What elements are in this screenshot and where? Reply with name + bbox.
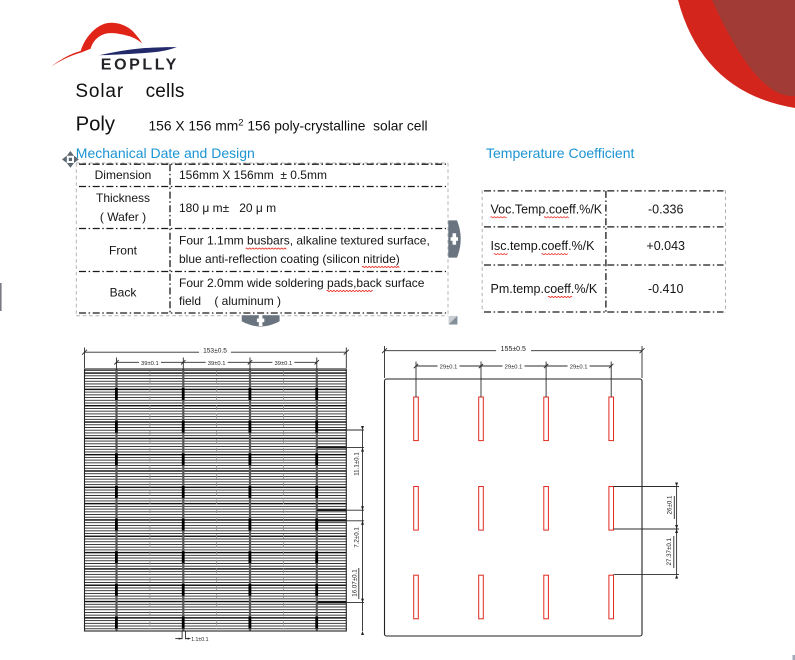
svg-text:1.1±0.1: 1.1±0.1 <box>191 637 208 643</box>
svg-text:+0.043: +0.043 <box>646 239 685 253</box>
svg-text:7.2±0.1: 7.2±0.1 <box>353 527 360 548</box>
svg-text:29±0.1: 29±0.1 <box>440 365 458 371</box>
svg-text:39±0.1: 39±0.1 <box>208 361 226 367</box>
svg-text:Pm.temp.coeff.%/K: Pm.temp.coeff.%/K <box>491 282 598 296</box>
svg-text:Thickness: Thickness <box>96 191 150 205</box>
svg-text:155±0.5: 155±0.5 <box>501 346 526 353</box>
svg-text:156mm X 156mm ± 0.5mm: 156mm X 156mm ± 0.5mm <box>179 168 327 182</box>
svg-text:Mechanical Date and Design: Mechanical Date and Design <box>76 145 255 161</box>
svg-text:153±0.5: 153±0.5 <box>203 347 227 354</box>
svg-text:Isc.temp.coeff.%/K: Isc.temp.coeff.%/K <box>491 239 596 253</box>
svg-text:180 μ m± 20 μ m: 180 μ m± 20 μ m <box>179 201 276 215</box>
svg-text:field ( aluminum ): field ( aluminum ) <box>179 294 281 308</box>
svg-text:Temperature Coefficient: Temperature Coefficient <box>486 145 634 161</box>
svg-text:29±0.1: 29±0.1 <box>505 365 523 371</box>
svg-text:Four 2.0mm wide soldering pads: Four 2.0mm wide soldering pads,back surf… <box>179 276 425 290</box>
svg-text:cells: cells <box>146 81 185 102</box>
svg-text:39±0.1: 39±0.1 <box>141 361 159 367</box>
svg-text:Dimension: Dimension <box>95 168 152 182</box>
svg-text:( Wafer ): ( Wafer ) <box>100 210 146 224</box>
svg-text:blue anti-reflection coating (: blue anti-reflection coating (silicon ni… <box>179 252 400 266</box>
svg-text:16.07±0.1: 16.07±0.1 <box>351 569 358 597</box>
svg-text:26±0.1: 26±0.1 <box>667 495 674 514</box>
svg-text:-0.410: -0.410 <box>648 282 683 296</box>
svg-text:Poly: Poly <box>76 114 116 136</box>
svg-text:Four 1.1mm busbars, alkaline t: Four 1.1mm busbars, alkaline textured su… <box>179 234 430 248</box>
svg-text:156 X 156 mm2 156 poly-crystal: 156 X 156 mm2 156 poly-crystalline solar… <box>149 118 428 134</box>
svg-text:27.37±0.1: 27.37±0.1 <box>666 538 673 566</box>
svg-text:Front: Front <box>109 243 138 257</box>
svg-text:Solar: Solar <box>75 81 124 102</box>
svg-text:-0.336: -0.336 <box>648 202 683 216</box>
svg-text:Voc.Temp.coeff.%/K: Voc.Temp.coeff.%/K <box>491 202 603 216</box>
svg-text:29±0.1: 29±0.1 <box>570 365 588 371</box>
svg-text:EOPLLY: EOPLLY <box>101 56 179 73</box>
svg-text:39±0.1: 39±0.1 <box>275 361 293 367</box>
svg-text:Back: Back <box>110 285 138 299</box>
svg-text:11.1±0.1: 11.1±0.1 <box>354 452 361 476</box>
